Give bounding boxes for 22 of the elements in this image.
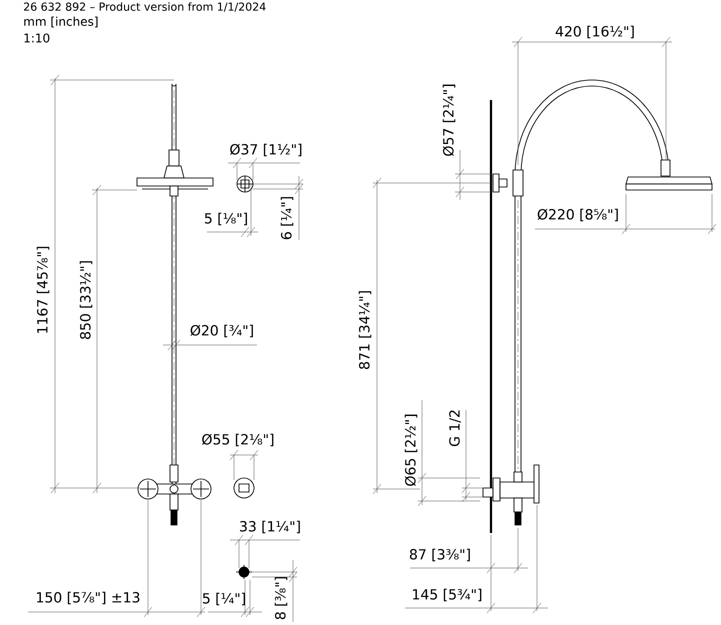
dimension-label: 5 [⅛"] [204, 212, 247, 226]
dimension-label: 871 [34¼"] [358, 291, 372, 369]
dimension-label: Ø37 [1½"] [230, 144, 302, 156]
dimension-label: 1167 [45⅞"] [36, 246, 50, 333]
dimension-label: Ø57 [2¼"] [442, 84, 456, 156]
scale-note: 1:10 [24, 33, 50, 43]
dimension-label: 8 [⅜"] [274, 577, 288, 620]
dimension-label: Ø20 [¾"] [190, 324, 253, 338]
title-text: 26 632 892 – Product version from 1/1/2024 [24, 2, 266, 12]
dimension-label: 145 [5¾"] [413, 588, 482, 602]
dimension-label: Ø220 [8⅝"] [538, 208, 618, 222]
dimension-label: 87 [3⅜"] [410, 548, 470, 562]
dimension-label: 850 [33½"] [80, 261, 92, 339]
dimension-label: G 1/2 [449, 410, 461, 446]
units-note: mm [inches] [24, 16, 98, 28]
dimension-label: Ø55 [2⅛"] [202, 434, 274, 446]
dimension-label: 5 [¼"] [202, 592, 245, 606]
dimension-label: 150 [5⅞"] ±13 [37, 592, 140, 604]
dimension-label: 6 [¼"] [280, 197, 294, 240]
dimension-label: Ø65 [2½"] [404, 414, 418, 486]
dimension-label: 420 [16½"] [556, 26, 634, 38]
dimension-label: 33 [1¼"] [240, 520, 300, 534]
